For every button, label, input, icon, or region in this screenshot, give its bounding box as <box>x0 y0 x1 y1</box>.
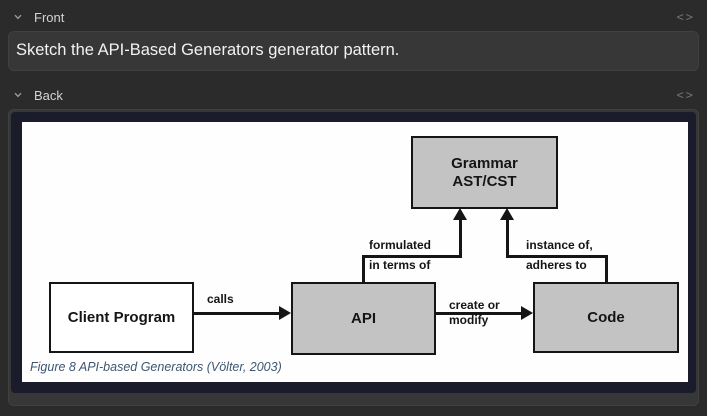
edge-create-line <box>436 312 522 315</box>
collapse-back-button[interactable] <box>11 88 25 102</box>
edge-formulated-segment-horizontal <box>362 255 461 258</box>
edge-calls-arrowhead-icon <box>279 306 291 320</box>
edge-formulated-label-line2: in terms of <box>369 258 431 272</box>
edge-create-label-line2: modify <box>449 313 489 327</box>
chevron-down-icon <box>13 12 23 22</box>
client-program-label: Client Program <box>67 308 176 326</box>
back-field-header: Back <> <box>0 83 707 107</box>
back-field-label: Back <box>34 87 63 103</box>
front-field-header: Front <> <box>0 5 707 29</box>
edge-formulated-segment-down <box>362 257 365 282</box>
diagram-box-code: Code <box>533 282 679 353</box>
edge-instance-segment-horizontal <box>508 255 608 258</box>
embedded-diagram-image[interactable]: Grammar AST/CST Client Program API Code … <box>11 112 696 393</box>
diagram-box-api: API <box>291 282 436 355</box>
edge-calls-label: calls <box>207 292 234 306</box>
back-field-input[interactable]: Grammar AST/CST Client Program API Code … <box>8 109 699 406</box>
grammar-label-line2: AST/CST <box>452 172 517 190</box>
edge-instance-arrowhead-icon <box>500 208 514 220</box>
edge-instance-segment-up <box>506 219 509 258</box>
edge-formulated-arrowhead-icon <box>453 208 467 220</box>
grammar-label-line1: Grammar <box>451 154 518 172</box>
html-editor-toggle-front[interactable]: <> <box>677 10 695 24</box>
edge-instance-label-line2: adheres to <box>526 258 587 272</box>
code-brackets-icon: <> <box>676 10 695 24</box>
front-field-input[interactable]: Sketch the API-Based Generators generato… <box>8 31 699 71</box>
api-label: API <box>350 309 376 327</box>
front-field-label: Front <box>34 9 65 25</box>
diagram-box-client-program: Client Program <box>49 282 194 353</box>
edge-create-arrowhead-icon <box>521 306 533 320</box>
code-brackets-icon: <> <box>676 88 695 102</box>
edge-calls-line <box>194 312 281 315</box>
html-editor-toggle-back[interactable]: <> <box>677 88 695 102</box>
chevron-down-icon <box>13 90 23 100</box>
edge-create-label-line1: create or <box>449 298 500 312</box>
figure-caption: Figure 8 API-based Generators (Völter, 2… <box>30 360 282 374</box>
edge-instance-label-line1: instance of, <box>526 238 593 252</box>
diagram-box-grammar: Grammar AST/CST <box>411 136 558 209</box>
edge-instance-segment-down <box>605 257 608 282</box>
diagram-canvas: Grammar AST/CST Client Program API Code … <box>22 122 688 382</box>
collapse-front-button[interactable] <box>11 10 25 24</box>
edge-formulated-label-line1: formulated <box>369 238 432 252</box>
edge-formulated-segment-up <box>459 219 462 258</box>
code-label: Code <box>587 308 625 326</box>
